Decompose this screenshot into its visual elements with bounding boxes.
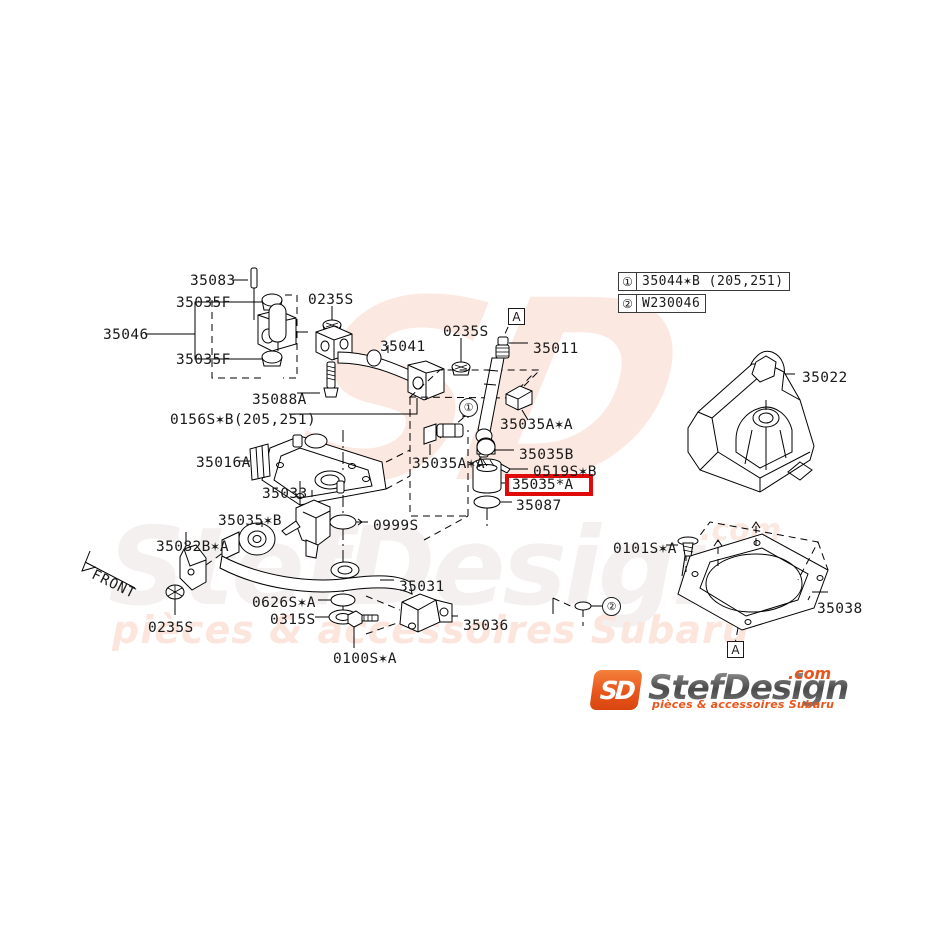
part-number-label: 35033 [262,486,308,502]
legend-row: ② W230046 [618,294,790,313]
brand-monogram-icon: SD [589,670,643,710]
part-0235S-nut-upper [322,306,342,334]
part-number-label: 35082B✶A [156,539,230,555]
legend-ref-number: ① [618,272,637,291]
part-number-label: 0626S✶A [252,595,316,611]
callout-ref-one: ① [459,398,478,417]
callout-ref-two: ② [602,597,621,616]
part-35031-rod [219,555,413,595]
part-0100SA-bolt [347,610,379,648]
part-35022-shift-knob [748,350,795,421]
watermark-tld: .com [700,513,782,548]
part-number-label: 35035A✶A [412,456,486,472]
part-35083-pin [232,267,258,320]
legend-part-number: W230046 [637,294,707,313]
part-number-label: 35087 [516,498,562,514]
part-number-label: 35038 [817,601,863,617]
watermark-tagline: pièces & accessoires Subaru [112,608,750,652]
part-number-label: 35036 [463,618,509,634]
part-0235S-nut-mid [451,338,471,376]
brand-logo: SD StefDesign .com pièces & accessoires … [589,664,854,716]
front-direction-label: FRONT [88,567,139,603]
highlighted-part-label: 35035*A [512,477,574,493]
part-number-label: 35035F [176,295,231,311]
part-number-label: 0235S [443,324,489,340]
part-number-label: 35088A [252,392,307,408]
legend-ref-number: ② [618,294,637,313]
part-number-label: 35022 [802,370,848,386]
part-number-label: 35046 [103,327,149,343]
part-35038-retainer-plate [677,521,829,645]
part-number-label: 35035F [176,352,231,368]
legend-part-number: 35044✶B (205,251) [637,272,790,291]
part-35035B-bushing [476,437,514,456]
part-number-label: 0100S✶A [333,651,397,667]
brand-tagline-text: pièces & accessoires Subaru [652,698,835,711]
part-number-label: 35035✶B [218,513,282,529]
part-number-label: 0235S [148,620,194,636]
console-panel [687,355,815,493]
part-number-label: 0156S✶B(205,251) [170,412,317,428]
ref-two-leader [552,597,602,626]
part-35046-bracket [257,303,308,352]
watermark-brand-name: StefDesign [108,505,749,630]
part-number-label: 35035A✶A [500,417,574,433]
part-number-label: 35031 [399,579,445,595]
part-35087-washer [473,495,512,530]
part-35036-bracket [365,593,458,635]
part-number-label: 0999S [373,518,419,534]
part-number-label: 35016A [196,455,251,471]
part-0999S-washer [329,514,368,530]
part-number-label: 0235S [308,292,354,308]
legend-row: ① 35044✶B (205,251) [618,272,790,291]
part-0519SB-pin [495,462,528,474]
callout-a-bottom: A [727,641,744,658]
part-number-label: 35083 [190,273,236,289]
part-number-label: 0519S✶B [533,464,597,480]
legend-table: ① 35044✶B (205,251) ② W230046 [618,272,790,316]
part-number-label: 35041 [380,339,426,355]
part-number-label: 35011 [533,341,579,357]
highlight-box-35035A [505,474,593,496]
part-0626SA-washer [318,593,356,607]
part-number-label: 0101S✶A [613,541,677,557]
part-35041-shift-rod [315,325,445,401]
part-number-label: 35035B [519,447,574,463]
brand-tld-text: .com [788,664,832,683]
part-number-label: 0315S [270,612,316,628]
part-0315S-washer [315,609,358,625]
callout-a-top: A [508,308,525,325]
part-35035F-bushings [261,293,283,367]
brand-name-text: StefDesign [648,668,849,708]
part-0235S-nut-left [165,584,185,615]
brand-monogram-text: SD [598,675,634,705]
